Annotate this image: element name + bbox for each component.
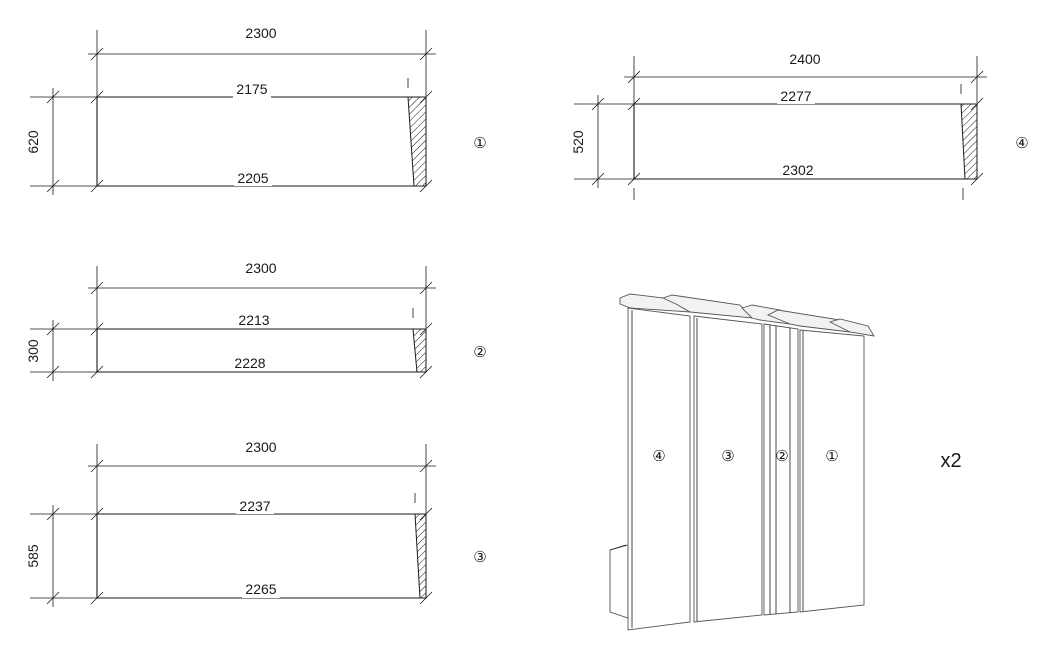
assembly-3d-view: ④ ③ ② ① <box>609 293 875 631</box>
piece-4-marker: ④ <box>1015 134 1028 152</box>
piece-1-overall-width: 2300 <box>245 25 276 41</box>
piece-3-overall-width: 2300 <box>245 439 276 455</box>
assembly-marker-1: ① <box>825 447 838 465</box>
piece-4-top-length: 2277 <box>780 88 811 104</box>
piece-2-marker: ② <box>473 343 486 361</box>
piece-4-height: 520 <box>570 130 586 154</box>
piece-2-height: 300 <box>25 339 41 363</box>
assembly-panel-1 <box>799 329 865 613</box>
piece-1-bottom-length: 2205 <box>237 170 268 186</box>
piece-4-bottom-length: 2302 <box>782 162 813 178</box>
assembly-panel-3 <box>693 315 763 623</box>
piece-2-drawing: 2300 300 2213 2228 ② <box>25 260 487 381</box>
assembly-marker-4: ④ <box>652 447 665 465</box>
assembly-marker-3: ③ <box>721 447 734 465</box>
piece-1-height: 620 <box>25 130 41 154</box>
piece-4-overall-width: 2400 <box>789 51 820 67</box>
piece-3-drawing: 2300 585 2237 2265 ③ <box>25 439 487 607</box>
piece-2-top-length: 2213 <box>238 312 269 328</box>
piece-3-height: 585 <box>25 544 41 568</box>
piece-2-bottom-length: 2228 <box>234 355 265 371</box>
assembly-panel-4 <box>627 307 691 631</box>
piece-4-drawing: 2400 520 2277 2302 ④ <box>570 51 1029 200</box>
assembly-marker-2: ② <box>775 447 788 465</box>
piece-1-marker: ① <box>473 134 486 152</box>
piece-3-bottom-length: 2265 <box>245 581 276 597</box>
piece-1-top-length: 2175 <box>236 81 267 97</box>
piece-3-marker: ③ <box>473 548 486 566</box>
piece-2-overall-width: 2300 <box>245 260 276 276</box>
assembly-panel-2 <box>763 323 799 616</box>
piece-3-top-length: 2237 <box>239 498 270 514</box>
piece-1-drawing: 2300 620 2175 2205 ① <box>25 25 487 195</box>
quantity-label: x2 <box>940 450 961 472</box>
